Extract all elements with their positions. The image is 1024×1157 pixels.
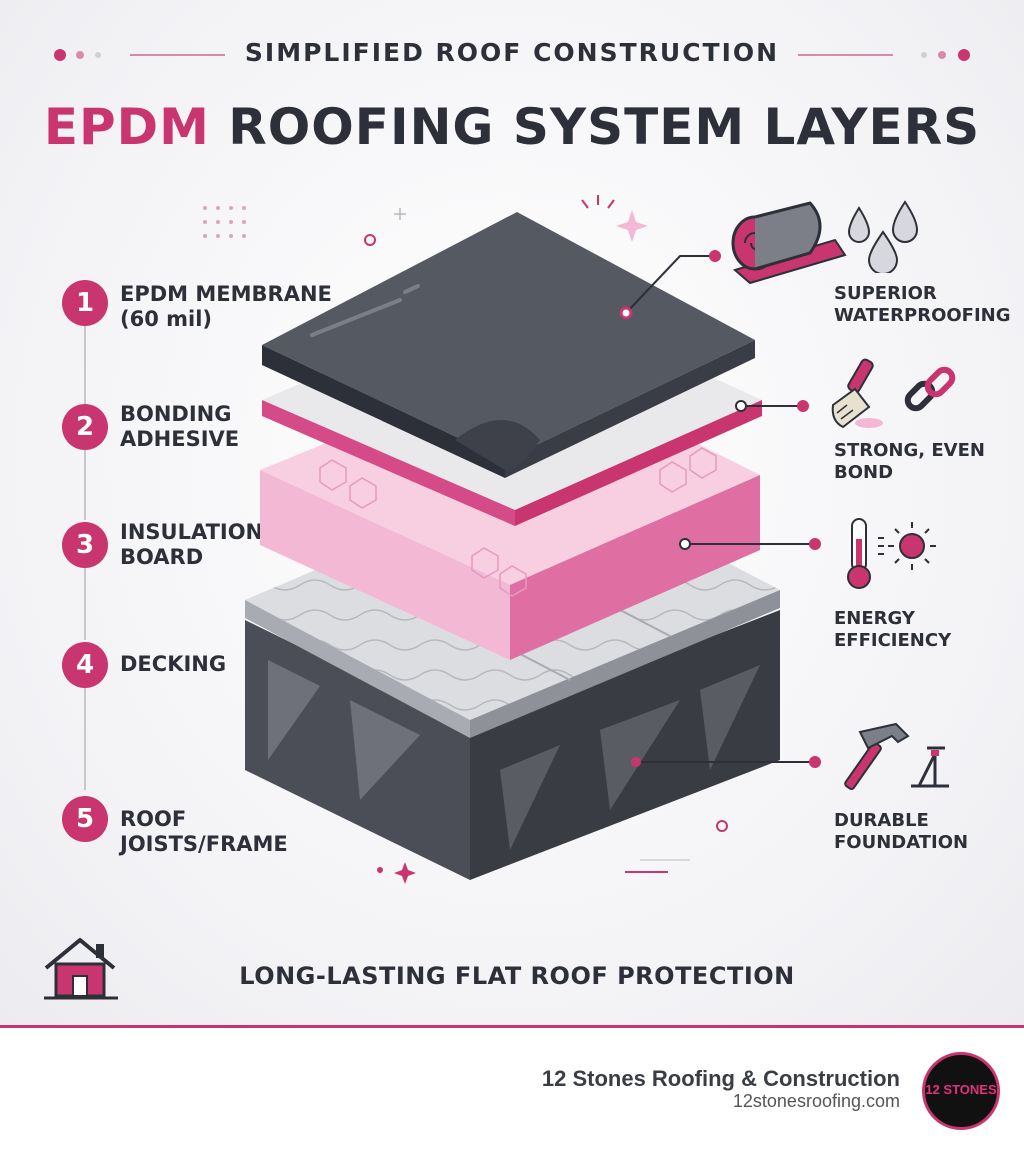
epdm-membrane [262, 212, 755, 478]
bottom-tagline: LONG-LASTING FLAT ROOF PROTECTION [239, 962, 795, 990]
website-link[interactable]: 12stonesroofing.com [732, 1091, 900, 1111]
page-title: EPDM ROOFING SYSTEM LAYERS [0, 98, 1024, 156]
layer-4-number: 4 [62, 642, 108, 688]
layer-5-number: 5 [62, 796, 108, 842]
kicker-text: SIMPLIFIED ROOF CONSTRUCTION [244, 38, 780, 67]
support-beam-icon [911, 746, 949, 788]
header-decoration [54, 49, 970, 61]
hammer-icon [844, 722, 910, 790]
sparkle-decorations [203, 195, 728, 884]
paint-brush-icon [831, 358, 883, 429]
benefit-2-label: STRONG, EVEN BOND [834, 440, 985, 483]
thermometer-icon [847, 518, 871, 589]
membrane-roll-icon [731, 201, 847, 285]
benefit-3-label: ENERGY EFFICIENCY [834, 608, 952, 651]
sun-icon [878, 522, 936, 570]
chain-link-icon [904, 366, 956, 412]
roof-joists-frame [245, 610, 780, 880]
layer-1-number: 1 [62, 280, 108, 326]
layer-3-number: 3 [62, 522, 108, 568]
callout-lines [625, 255, 815, 763]
title-accent: EPDM [43, 98, 210, 156]
company-name: 12 Stones Roofing & Construction [541, 1066, 900, 1091]
layer-4-label: DECKING [120, 652, 227, 676]
water-drops-icon [847, 200, 919, 273]
layer-timeline [84, 325, 86, 790]
roof-layers-illustration [203, 195, 821, 884]
layer-2-number: 2 [62, 404, 108, 450]
house-icon [44, 938, 118, 1000]
layer-5-label: ROOF JOISTS/FRAME [120, 807, 288, 856]
layer-2-label: BONDING ADHESIVE [120, 402, 240, 451]
benefit-4-label: DURABLE FOUNDATION [834, 810, 969, 853]
callout-dots [619, 250, 821, 768]
benefit-1-label: SUPERIOR WATERPROOFING [834, 283, 1011, 326]
logo-text: 12 STONES [925, 1082, 997, 1097]
title-rest: ROOFING SYSTEM LAYERS [209, 98, 981, 156]
layer-3-label: INSULATION BOARD [120, 520, 264, 569]
company-logo: 12 STONES [922, 1052, 1000, 1130]
layer-1-label: EPDM MEMBRANE (60 mil) [120, 282, 332, 331]
footer [0, 1025, 1024, 1157]
